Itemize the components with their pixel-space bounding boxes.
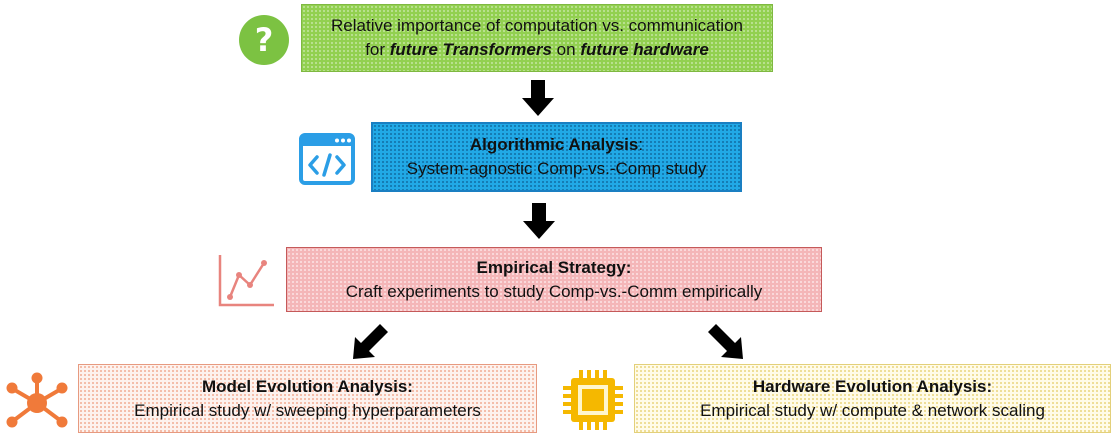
question-line-1: Relative importance of computation vs. c…: [331, 16, 743, 35]
model-evolution-title: Model Evolution Analysis:: [202, 376, 413, 396]
svg-text:?: ?: [255, 21, 274, 59]
algorithmic-title-line: Algorithmic Analysis:: [469, 135, 644, 154]
algorithmic-title: Algorithmic Analysis: [469, 135, 639, 154]
question-box: Relative importance of computation vs. c…: [301, 4, 773, 72]
question-mark-circle-icon: ?: [239, 15, 289, 65]
algorithmic-analysis-box: Algorithmic Analysis: System-agnostic Co…: [371, 122, 742, 192]
hardware-evolution-title: Hardware Evolution Analysis:: [752, 376, 993, 396]
arrow-down-right: [708, 324, 743, 359]
cpu-chip-icon: [563, 370, 623, 430]
arrow-down-2: [523, 203, 555, 239]
code-window-icon: [299, 133, 355, 185]
future-transformers-text: future Transformers: [389, 40, 552, 59]
empirical-subtitle: Craft experiments to study Comp-vs.-Comm…: [345, 281, 763, 301]
hardware-evolution-box: Hardware Evolution Analysis: Empirical s…: [634, 364, 1111, 433]
network-nodes-icon: [6, 372, 68, 428]
question-line-2: for future Transformers on future hardwa…: [365, 40, 709, 59]
arrow-down-1: [522, 80, 554, 116]
empirical-strategy-box: Empirical Strategy: Craft experiments to…: [286, 247, 822, 312]
arrow-down-left: [353, 324, 388, 359]
future-hardware-text: future hardware: [580, 40, 709, 59]
model-evolution-box: Model Evolution Analysis: Empirical stud…: [78, 364, 537, 433]
line-chart-icon: [218, 255, 274, 307]
empirical-title: Empirical Strategy:: [476, 257, 632, 277]
algorithmic-subtitle: System-agnostic Comp-vs.-Comp study: [406, 159, 707, 178]
hardware-evolution-subtitle: Empirical study w/ compute & network sca…: [700, 400, 1045, 420]
model-evolution-subtitle: Empirical study w/ sweeping hyperparamet…: [134, 400, 481, 420]
